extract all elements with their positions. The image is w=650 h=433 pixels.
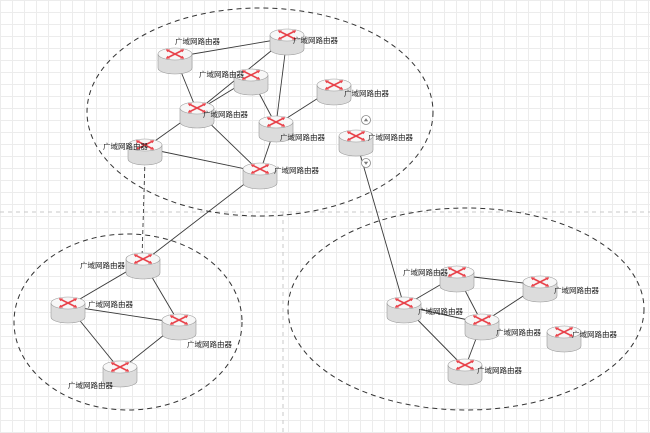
router-node[interactable]: 广域网路由器 bbox=[269, 28, 338, 56]
router-node[interactable]: 广域网路由器 bbox=[338, 129, 413, 157]
router-node[interactable]: 广域网路由器 bbox=[258, 115, 325, 143]
router-icon bbox=[50, 296, 86, 324]
bottom-left-area-boundary[interactable] bbox=[13, 233, 243, 411]
router-label: 广域网路由器 bbox=[344, 88, 389, 98]
router-label: 广域网路由器 bbox=[496, 327, 541, 337]
router-label: 广域网路由器 bbox=[80, 260, 125, 270]
router-node[interactable]: 广域网路由器 bbox=[403, 265, 475, 293]
bottom-right-area-boundary[interactable] bbox=[287, 207, 645, 411]
router-node[interactable]: 广域网路由器 bbox=[464, 313, 541, 341]
router-node[interactable]: 广域网路由器 bbox=[80, 252, 161, 280]
router-icon bbox=[386, 296, 422, 324]
guide-lines bbox=[0, 211, 650, 433]
router-label: 广域网路由器 bbox=[68, 380, 113, 390]
router-node[interactable]: 广域网路由器 bbox=[68, 360, 138, 390]
router-label: 广域网路由器 bbox=[572, 329, 617, 339]
router-label: 广域网路由器 bbox=[175, 36, 220, 46]
router-label: 广域网路由器 bbox=[199, 69, 244, 79]
link[interactable] bbox=[67, 305, 180, 324]
arrow-down-icon[interactable] bbox=[361, 158, 371, 168]
router-node[interactable]: 广域网路由器 bbox=[522, 275, 599, 303]
router-node[interactable]: 广域网路由器 bbox=[447, 358, 522, 386]
router-node[interactable]: 广域网路由器 bbox=[103, 138, 163, 166]
router-icon bbox=[522, 275, 558, 303]
router-icon bbox=[464, 313, 500, 341]
router-label: 广域网路由器 bbox=[203, 109, 248, 119]
router-icon bbox=[161, 313, 197, 341]
router-label: 广域网路由器 bbox=[274, 165, 319, 175]
area-boundaries bbox=[13, 7, 645, 411]
link[interactable] bbox=[142, 171, 261, 263]
router-label: 广域网路由器 bbox=[187, 339, 232, 349]
router-icon bbox=[125, 252, 161, 280]
router-label: 广域网路由器 bbox=[403, 267, 448, 277]
router-icon bbox=[242, 162, 278, 190]
router-label: 广域网路由器 bbox=[88, 299, 133, 309]
router-node[interactable]: 广域网路由器 bbox=[157, 36, 220, 75]
router-node[interactable]: 广域网路由器 bbox=[546, 325, 617, 353]
router-node[interactable]: 广域网路由器 bbox=[386, 296, 463, 324]
router-label: 广域网路由器 bbox=[477, 365, 522, 375]
router-node[interactable]: 广域网路由器 bbox=[179, 101, 248, 129]
top-area-boundary[interactable] bbox=[86, 7, 434, 217]
dashed-link[interactable] bbox=[141, 159, 146, 259]
router-label: 广域网路由器 bbox=[368, 132, 413, 142]
router-node[interactable]: 广域网路由器 bbox=[199, 68, 269, 96]
router-label: 广域网路由器 bbox=[418, 306, 463, 316]
link[interactable] bbox=[355, 139, 405, 307]
router-node[interactable]: 广域网路由器 bbox=[50, 296, 133, 324]
link[interactable] bbox=[174, 37, 288, 58]
router-label: 广域网路由器 bbox=[280, 132, 325, 142]
router-node[interactable]: 广域网路由器 bbox=[242, 162, 319, 190]
link[interactable] bbox=[144, 147, 261, 173]
router-node[interactable]: 广域网路由器 bbox=[161, 313, 232, 349]
router-node[interactable]: 广域网路由器 bbox=[316, 78, 389, 106]
router-label: 广域网路由器 bbox=[293, 35, 338, 45]
router-icon bbox=[157, 47, 193, 75]
router-label: 广域网路由器 bbox=[103, 141, 148, 151]
router-label: 广域网路由器 bbox=[554, 285, 599, 295]
arrow-up-icon[interactable] bbox=[361, 115, 371, 125]
